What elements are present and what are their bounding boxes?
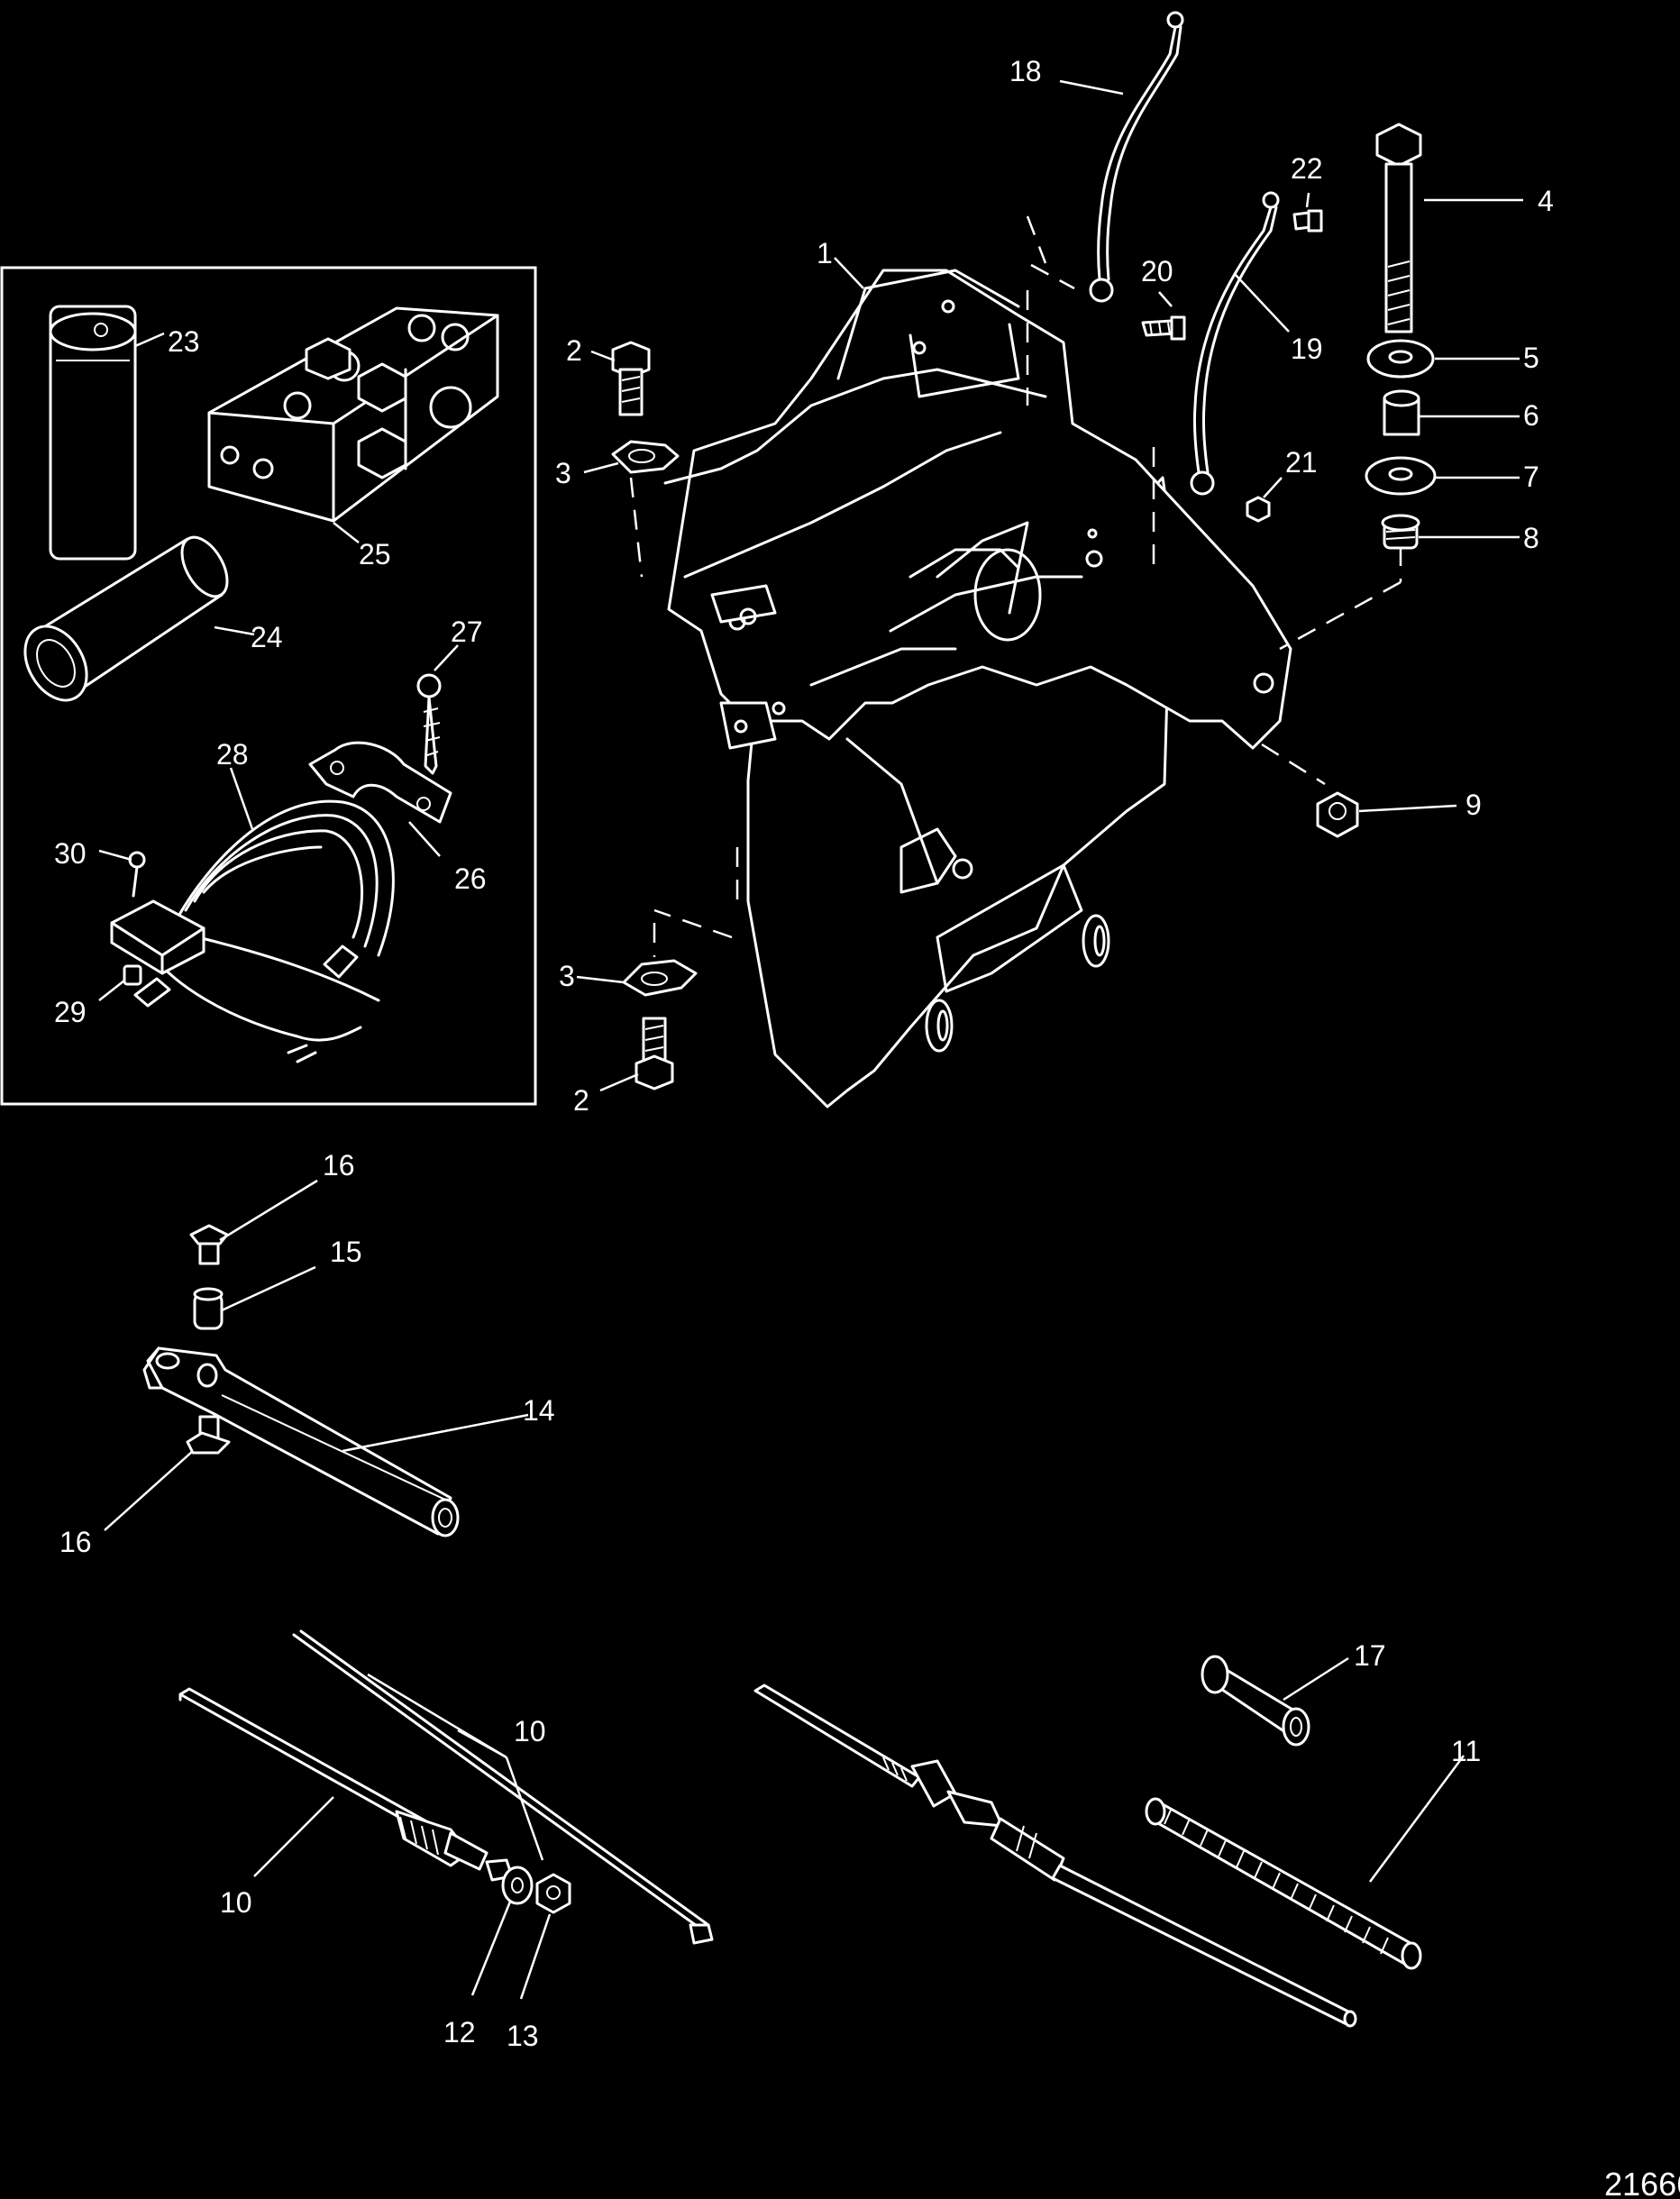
callout-1: 1 [817, 237, 833, 269]
part-24-sleeve [23, 535, 229, 702]
part-23-canister [49, 305, 137, 561]
part-7-washer [1365, 456, 1437, 496]
part-12-washer [501, 1866, 534, 1905]
part-19-ground-strap [1190, 191, 1280, 496]
callout-14: 14 [523, 1394, 555, 1427]
part-4-bolt [1375, 123, 1422, 333]
callout-8: 8 [1523, 522, 1539, 554]
part-16-screw-upper [189, 1224, 229, 1265]
part-9-nut [1316, 791, 1359, 838]
part-18-ground-strap [1089, 11, 1184, 303]
part-10-shift-cable-right [753, 1683, 1357, 2028]
callout-leader-lines [98, 79, 1523, 2000]
callout-11: 11 [1451, 1735, 1481, 1767]
callout-7: 7 [1523, 461, 1539, 493]
callout-15: 15 [330, 1236, 362, 1268]
part-3-tab-washer-lower [622, 959, 698, 997]
part-28-switch-harness [110, 799, 395, 1063]
part-1-gimbal-bracket [663, 269, 1292, 1109]
part-15-pin [193, 1287, 224, 1330]
callout-4: 4 [1538, 185, 1554, 217]
callout-3-upper: 3 [555, 457, 571, 489]
callout-12: 12 [443, 2016, 476, 2048]
part-21-nut [1246, 496, 1271, 523]
callout-28: 28 [216, 738, 249, 771]
figure-id: 21666 [1604, 2166, 1680, 2199]
part-8-bushing [1381, 514, 1420, 550]
part-2-screw-lower [635, 1017, 674, 1090]
assembly-guide-lines [629, 215, 1402, 957]
part-30-screw [128, 851, 146, 898]
part-3-tab-washer-upper [611, 440, 680, 474]
part-29-nut [123, 964, 142, 986]
callout-2-upper: 2 [566, 334, 582, 367]
callout-26: 26 [454, 862, 487, 895]
callout-13: 13 [507, 2020, 539, 2052]
part-5-washer [1366, 339, 1435, 379]
callout-18: 18 [1009, 55, 1042, 87]
part-13-nut [535, 1873, 571, 1914]
callout-16-lower: 16 [59, 1526, 92, 1558]
callout-16-upper: 16 [323, 1149, 355, 1182]
callout-21: 21 [1285, 446, 1318, 479]
part-11-sleeve [1145, 1797, 1422, 1970]
callout-2-lower: 2 [573, 1084, 589, 1117]
callout-numbers: 1 2 3 4 5 6 7 8 9 18 19 20 21 22 23 24 2… [54, 55, 1554, 2052]
callout-10-upper: 10 [514, 1715, 546, 1747]
part-17-bushing [1201, 1655, 1310, 1747]
part-22-screw [1292, 209, 1323, 233]
inset-frame [0, 266, 537, 1106]
callout-6: 6 [1523, 399, 1539, 432]
part-25-valve-block [207, 306, 499, 523]
part-14-link-rod [142, 1346, 460, 1537]
callout-30: 30 [54, 837, 87, 870]
callout-3-lower: 3 [559, 960, 575, 992]
callout-9: 9 [1465, 789, 1482, 821]
callout-5: 5 [1523, 342, 1539, 374]
part-16-screw-lower [186, 1415, 231, 1455]
part-2-screw-upper [611, 341, 651, 416]
callout-29: 29 [54, 996, 87, 1028]
callout-19: 19 [1291, 333, 1323, 365]
callout-22: 22 [1291, 152, 1323, 185]
callout-20: 20 [1141, 255, 1173, 287]
callout-10-lower: 10 [220, 1886, 252, 1919]
part-26-clamp [308, 741, 452, 824]
part-10-shift-cable-left [178, 1629, 714, 1945]
part-27-screw [416, 673, 442, 775]
callout-25: 25 [359, 538, 391, 570]
callout-24: 24 [251, 621, 283, 653]
callout-17: 17 [1354, 1639, 1386, 1672]
callout-27: 27 [451, 616, 483, 648]
callout-23: 23 [168, 325, 200, 358]
part-20-screw [1141, 315, 1186, 341]
part-6-spacer [1383, 389, 1420, 436]
